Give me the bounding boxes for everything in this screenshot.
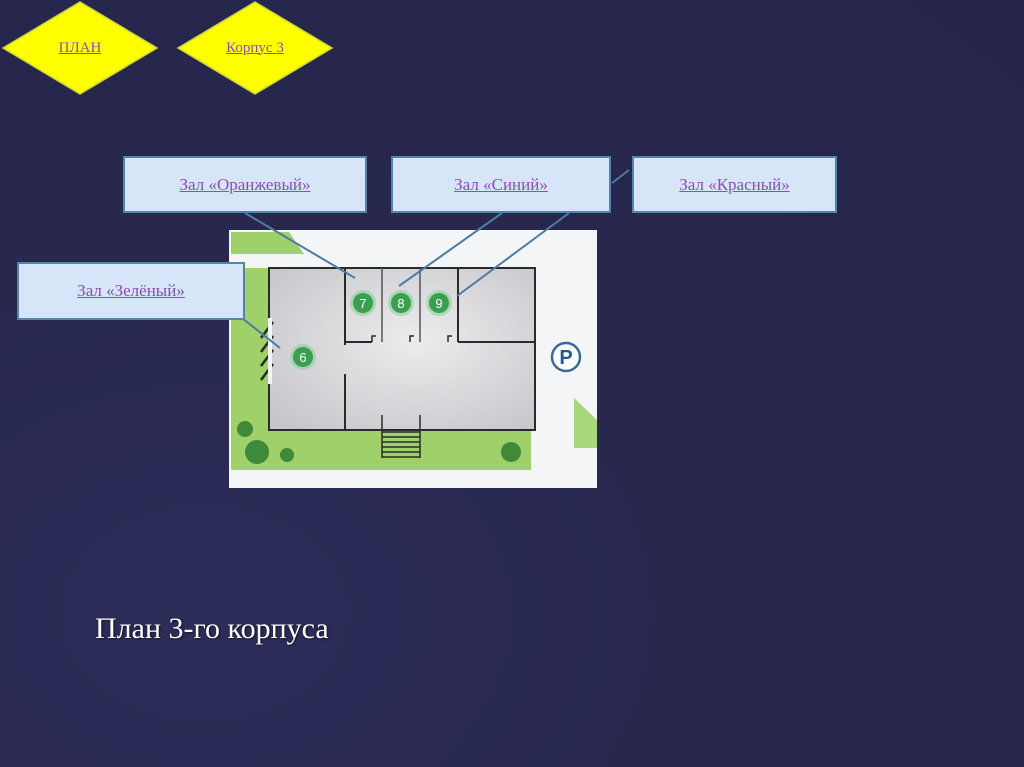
svg-text:P: P [559, 347, 572, 369]
callout-red-hall[interactable]: Зал «Красный» [632, 156, 837, 213]
svg-text:8: 8 [397, 296, 404, 311]
floor-plan-map: 6 7 8 9 P [229, 230, 597, 488]
callout-green-hall[interactable]: Зал «Зелёный» [17, 262, 245, 320]
diamond-shape [1, 1, 159, 95]
red-hall-link[interactable]: Зал «Красный» [679, 174, 790, 194]
blue-hall-link[interactable]: Зал «Синий» [454, 174, 548, 194]
korpus-nav-diamond[interactable]: Корпус 3 [175, 0, 335, 96]
svg-text:9: 9 [435, 296, 442, 311]
callout-blue-hall[interactable]: Зал «Синий» [391, 156, 611, 213]
room-marker-6: 6 7 8 9 [290, 290, 452, 370]
svg-text:6: 6 [299, 350, 306, 365]
korpus-3-link[interactable]: Корпус 3 [226, 39, 284, 56]
page-title: План 3-го корпуса [95, 612, 329, 645]
plan-nav-diamond[interactable]: ПЛАН [0, 0, 160, 96]
green-hall-link[interactable]: Зал «Зелёный» [77, 281, 185, 300]
svg-text:7: 7 [359, 296, 366, 311]
orange-hall-link[interactable]: Зал «Оранжевый» [179, 174, 311, 194]
parking-icon: P [550, 341, 582, 373]
diamond-shape [176, 1, 334, 95]
plan-link[interactable]: ПЛАН [58, 39, 102, 56]
callout-orange-hall[interactable]: Зал «Оранжевый» [123, 156, 367, 213]
